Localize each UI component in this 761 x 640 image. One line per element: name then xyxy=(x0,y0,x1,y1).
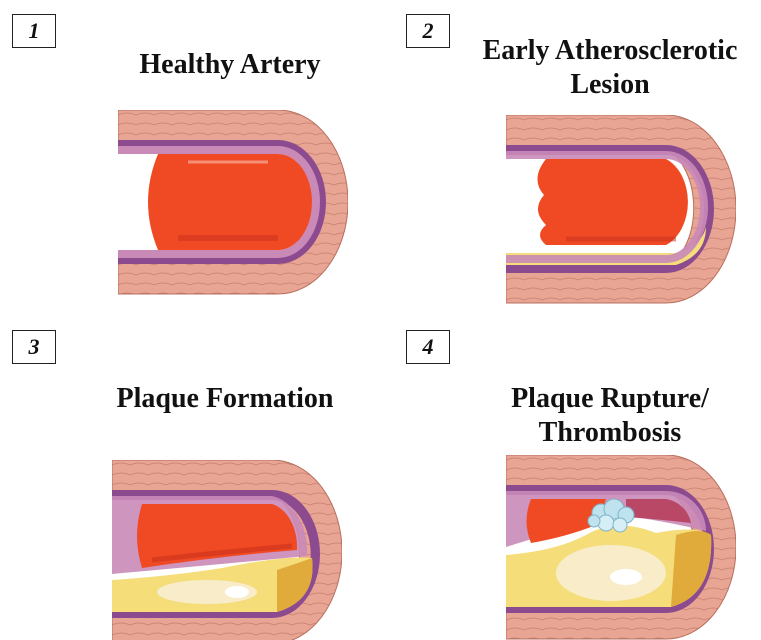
healthy-artery-illustration xyxy=(118,110,348,295)
panel-4-number: 4 xyxy=(406,330,450,364)
lipid-core xyxy=(556,545,666,601)
panel-4-title-line-1: Plaque Rupture/ xyxy=(480,382,740,416)
panel-1-number: 1 xyxy=(12,14,56,48)
panel-2-number: 2 xyxy=(406,14,450,48)
panel-1-title: Healthy Artery xyxy=(120,48,340,82)
panel-3-number: 3 xyxy=(12,330,56,364)
panel-4-title-line-2: Thrombosis xyxy=(480,416,740,450)
blood-lumen xyxy=(537,159,687,245)
panel-2-title-line-1: Early Atherosclerotic xyxy=(470,34,750,68)
plaque-formation-illustration xyxy=(112,460,342,640)
panel-2-title: Early Atherosclerotic Lesion xyxy=(470,34,750,102)
early-lesion-illustration xyxy=(506,115,736,305)
panel-3-title-line-1: Plaque Formation xyxy=(95,382,355,416)
panel-1-title-line-1: Healthy Artery xyxy=(120,48,340,82)
panel-4-title: Plaque Rupture/ Thrombosis xyxy=(480,382,740,450)
plaque-rupture-illustration xyxy=(506,455,736,640)
panel-2-title-line-2: Lesion xyxy=(470,68,750,102)
panel-3-title: Plaque Formation xyxy=(95,382,355,416)
